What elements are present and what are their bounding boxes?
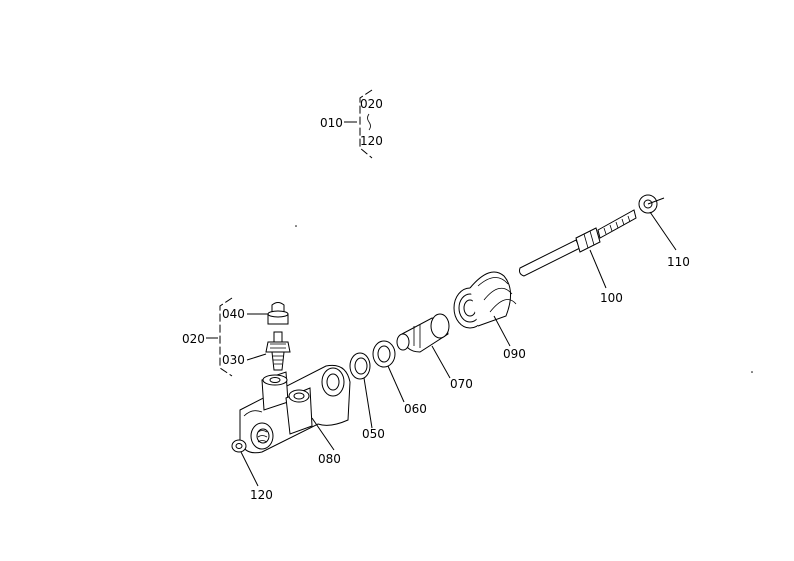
callout-060: 060 (404, 402, 427, 416)
callout-100: 100 (600, 291, 623, 305)
callout-010: 010 (320, 116, 343, 130)
part-070-piston (396, 313, 451, 379)
leader-030 (246, 353, 267, 361)
callout-020-top: 020 (360, 97, 383, 111)
callout-120-top: 120 (360, 134, 383, 148)
callout-020-left: 020 (182, 332, 205, 346)
part-080-cylinder-body (239, 364, 351, 454)
callout-070: 070 (450, 377, 473, 391)
callout-120: 120 (250, 488, 273, 502)
callout-110: 110 (667, 255, 690, 269)
callout-030: 030 (222, 353, 245, 367)
callout-040: 040 (222, 307, 245, 321)
part-030-bleeder-screw (265, 331, 291, 371)
assembly-group-010: 010 020 120 (320, 89, 383, 159)
part-060-seal (372, 340, 405, 403)
bracket-010 (359, 89, 373, 159)
assembly-group-020: 020 040 030 (182, 297, 268, 377)
part-040-bleeder-cap (267, 302, 289, 325)
scan-dot (295, 225, 297, 227)
part-120-nut (231, 439, 259, 487)
part-110-nut (638, 194, 677, 251)
part-090-boot (453, 271, 517, 347)
callout-090: 090 (503, 347, 526, 361)
scan-dot (751, 371, 753, 373)
part-100-push-rod (519, 209, 637, 289)
callout-080: 080 (318, 452, 341, 466)
range-tilde (367, 113, 371, 131)
bracket-020 (219, 297, 233, 377)
part-050-seal (349, 352, 373, 429)
callout-050: 050 (362, 427, 385, 441)
